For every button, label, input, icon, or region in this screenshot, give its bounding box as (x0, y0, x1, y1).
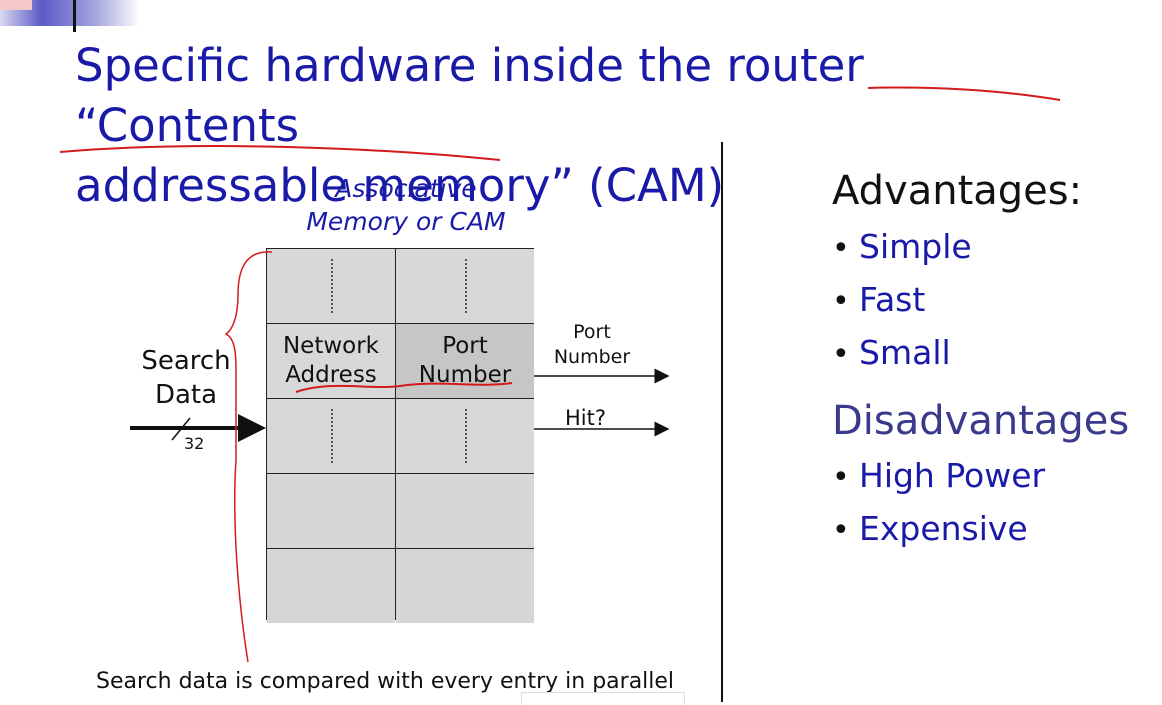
title-underline-contents (867, 86, 1061, 101)
cell-text-line: Network (282, 333, 380, 359)
port-output-line-1: Port (573, 321, 611, 343)
bus-width-slash (171, 417, 191, 441)
footer-note: Search data is compared with every entry… (96, 669, 675, 694)
disadvantages-list: • High Power • Expensive (832, 450, 1045, 556)
cell-text-line: Port (442, 333, 488, 359)
bullet-icon: • (832, 337, 850, 372)
advantage-text: Fast (859, 280, 926, 319)
cam-cell-r2-address: Network Address (267, 324, 395, 398)
bullet-icon: • (832, 460, 850, 495)
column-divider (721, 142, 723, 702)
cam-cell-r3-port (396, 399, 534, 473)
advantages-list: • Simple • Fast • Small (832, 221, 972, 380)
port-output-line-2: Number (553, 346, 631, 368)
field-underline (295, 382, 513, 393)
cam-caption: Associative Memory or CAM (286, 172, 526, 238)
ellipsis-marker (465, 409, 467, 463)
ellipsis-marker (465, 259, 467, 313)
disadvantage-text: High Power (859, 456, 1046, 495)
cam-table: Network Address Port Number (266, 248, 534, 623)
advantage-item: • Simple (832, 221, 972, 274)
cam-cell-r4-port (396, 474, 534, 548)
network-address-label: Network Address (283, 332, 379, 390)
cam-caption-line-1: Associative (335, 174, 477, 203)
disadvantage-item: • High Power (832, 450, 1045, 503)
disadvantage-text: Expensive (859, 509, 1028, 548)
cam-caption-line-2: Memory or CAM (306, 207, 506, 236)
port-number-output-label: Port Number (550, 320, 634, 370)
cam-cell-r5-address (267, 549, 395, 623)
search-data-label: Search Data (128, 344, 244, 412)
advantage-item: • Small (832, 327, 972, 380)
disadvantages-heading: Disadvantages (832, 398, 1130, 444)
bullet-icon: • (832, 284, 850, 319)
search-data-line-2: Data (154, 380, 218, 410)
advantages-heading: Advantages: (832, 168, 1083, 214)
table-bracket (224, 251, 273, 663)
title-underline-addressable (59, 145, 501, 161)
footer-tab-outline (521, 692, 685, 705)
title-line-1: Specific hardware inside the router “Con… (75, 39, 864, 152)
hit-output-label: Hit? (565, 406, 607, 430)
ellipsis-marker (331, 409, 333, 463)
disadvantage-item: • Expensive (832, 503, 1045, 556)
slide-title: Specific hardware inside the router “Con… (75, 36, 1085, 216)
cam-cell-r4-address (267, 474, 395, 548)
bullet-icon: • (832, 513, 850, 548)
bullet-icon: • (832, 231, 850, 266)
cam-cell-r1-port (396, 249, 534, 323)
title-line-2: addressable memory” (CAM) (75, 159, 725, 212)
bus-width-label: 32 (184, 434, 205, 453)
cam-cell-r1-address (267, 249, 395, 323)
cam-cell-r5-port (396, 549, 534, 623)
advantage-item: • Fast (832, 274, 972, 327)
cam-cell-r3-address (267, 399, 395, 473)
ellipsis-marker (331, 259, 333, 313)
slide-corner-accent (0, 0, 32, 10)
advantage-text: Simple (859, 227, 972, 266)
advantage-text: Small (859, 333, 951, 372)
cell-text-line: Address (285, 362, 377, 388)
slide-corner-rule (73, 0, 76, 32)
search-data-line-1: Search (141, 346, 231, 376)
